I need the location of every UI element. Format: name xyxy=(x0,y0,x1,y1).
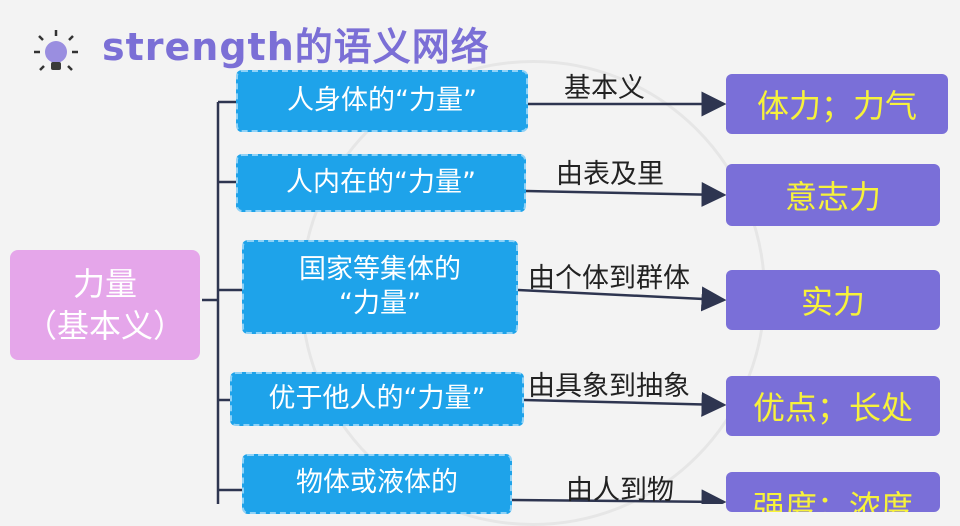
root-node: 力量 （基本义） xyxy=(10,250,200,360)
relation-label: 基本义 xyxy=(564,73,645,104)
result-label: 优点；长处 xyxy=(752,389,913,427)
result-node: 意志力 xyxy=(726,164,940,226)
result-label: 意志力 xyxy=(784,178,881,216)
sense-node-label: 物体或液体的 xyxy=(296,467,458,498)
arrow-5 xyxy=(511,489,727,504)
relation-label: 由个体到群体 xyxy=(528,263,690,294)
result-node: 体力；力气 xyxy=(726,74,948,134)
sense-node: 人内在的“力量” xyxy=(236,154,526,212)
sense-node: 国家等集体的 “力量” xyxy=(242,240,518,334)
sense-node-label: “力量” xyxy=(339,288,421,319)
root-label: 力量 xyxy=(72,265,137,303)
root-sublabel: （基本义） xyxy=(24,307,185,345)
sense-node: 人身体的“力量” xyxy=(236,70,528,132)
sense-node-label: 人身体的“力量” xyxy=(287,85,477,116)
sense-node-label: 人内在的“力量” xyxy=(286,167,476,198)
sense-node: 物体或液体的 xyxy=(242,454,512,514)
relation-label: 由人到物 xyxy=(566,475,674,506)
bracket-line xyxy=(202,100,242,504)
sense-node: 优于他人的“力量” xyxy=(230,372,524,426)
relation-label: 由表及里 xyxy=(556,159,664,190)
page-title: strength的语义网络 xyxy=(102,25,490,69)
sense-node-label: 优于他人的“力量” xyxy=(268,383,486,414)
connector-lines xyxy=(202,91,727,504)
result-label: 强度；浓度 xyxy=(752,488,913,512)
relation-label: 由具象到抽象 xyxy=(528,371,690,402)
result-label: 实力 xyxy=(800,283,865,321)
result-node: 强度；浓度 xyxy=(726,472,940,512)
result-node: 优点；长处 xyxy=(726,376,940,436)
result-node: 实力 xyxy=(726,270,940,330)
lightbulb-icon xyxy=(34,30,78,71)
arrow-2 xyxy=(525,182,727,208)
arrow-4 xyxy=(523,391,727,417)
sense-node-label: 国家等集体的 xyxy=(299,254,461,285)
arrow-3 xyxy=(517,286,727,312)
result-label: 体力；力气 xyxy=(756,87,917,125)
